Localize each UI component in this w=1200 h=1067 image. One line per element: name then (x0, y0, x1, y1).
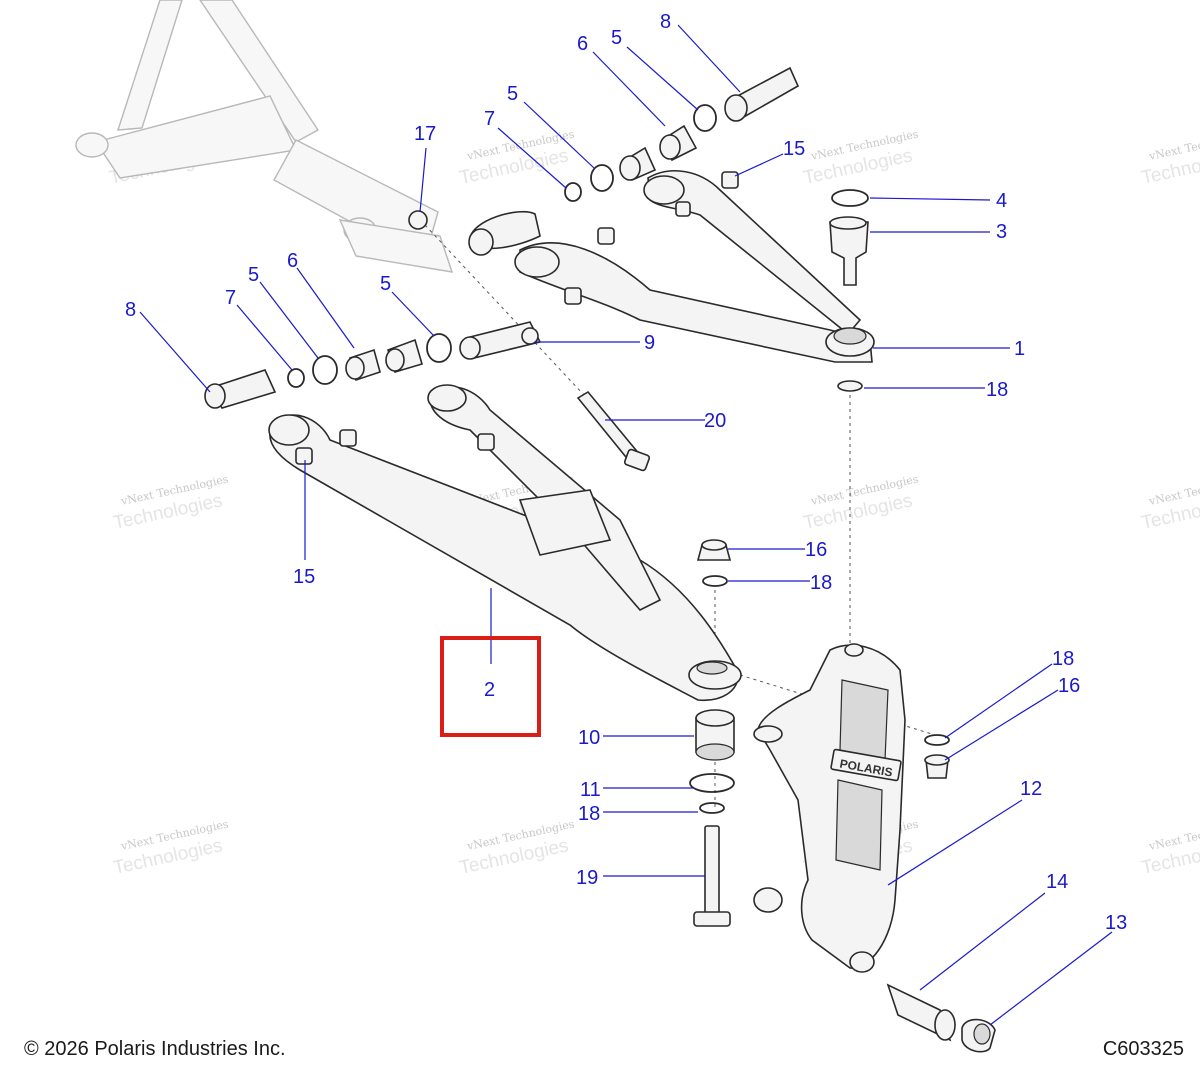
callout-2[interactable]: 2 (484, 679, 495, 701)
callout-14[interactable]: 14 (1046, 871, 1068, 893)
callout-3[interactable]: 3 (996, 221, 1007, 243)
callout-7[interactable]: 7 (484, 108, 495, 130)
callout-8[interactable]: 8 (125, 299, 136, 321)
frame-ghost (75, 0, 454, 273)
callout-5[interactable]: 5 (380, 273, 391, 295)
upper-hardware (408, 66, 800, 256)
lower-hardware (204, 321, 542, 409)
callout-18[interactable]: 18 (578, 803, 600, 825)
callout-17[interactable]: 17 (414, 123, 436, 145)
callout-4[interactable]: 4 (996, 190, 1007, 212)
callout-5[interactable]: 5 (248, 264, 259, 286)
callout-15[interactable]: 15 (293, 566, 315, 588)
callout-12[interactable]: 12 (1020, 778, 1042, 800)
callout-18[interactable]: 18 (810, 572, 832, 594)
callout-7[interactable]: 7 (225, 287, 236, 309)
callout-18[interactable]: 18 (1052, 648, 1074, 670)
callout-16[interactable]: 16 (1058, 675, 1080, 697)
callout-9[interactable]: 9 (644, 332, 655, 354)
copyright-text: © 2026 Polaris Industries Inc. (24, 1038, 286, 1060)
callout-1[interactable]: 1 (1014, 338, 1025, 360)
callout-20[interactable]: 20 (704, 410, 726, 432)
steering-knuckle: POLARIS (753, 643, 906, 973)
callout-5[interactable]: 5 (611, 27, 622, 49)
callout-18[interactable]: 18 (986, 379, 1008, 401)
callout-11[interactable]: 11 (580, 779, 601, 801)
callout-6[interactable]: 6 (287, 250, 298, 272)
callout-10[interactable]: 10 (578, 727, 600, 749)
shock-bolt (576, 390, 651, 472)
callout-15[interactable]: 15 (783, 138, 805, 160)
callout-6[interactable]: 6 (577, 33, 588, 55)
callout-layer: 8 6 5 5 7 17 15 4 3 1 18 8 7 5 6 5 9 20 … (125, 11, 1127, 934)
ball-joint (829, 189, 869, 392)
callout-5[interactable]: 5 (507, 83, 518, 105)
callout-16[interactable]: 16 (805, 539, 827, 561)
highlight-box (440, 636, 541, 737)
callout-13[interactable]: 13 (1105, 912, 1127, 934)
callout-19[interactable]: 19 (576, 867, 598, 889)
knuckle-bushings (886, 983, 996, 1053)
callout-8[interactable]: 8 (660, 11, 671, 33)
knuckle-hardware (689, 539, 950, 927)
lower-a-arm (268, 384, 742, 702)
leader-lines (139, 24, 1113, 1026)
watermark-layer: vNext Technologies Technologies vNext Te… (108, 127, 1200, 878)
upper-a-arm (514, 170, 875, 363)
drawing-id-text: C603325 (1102, 1038, 1184, 1060)
